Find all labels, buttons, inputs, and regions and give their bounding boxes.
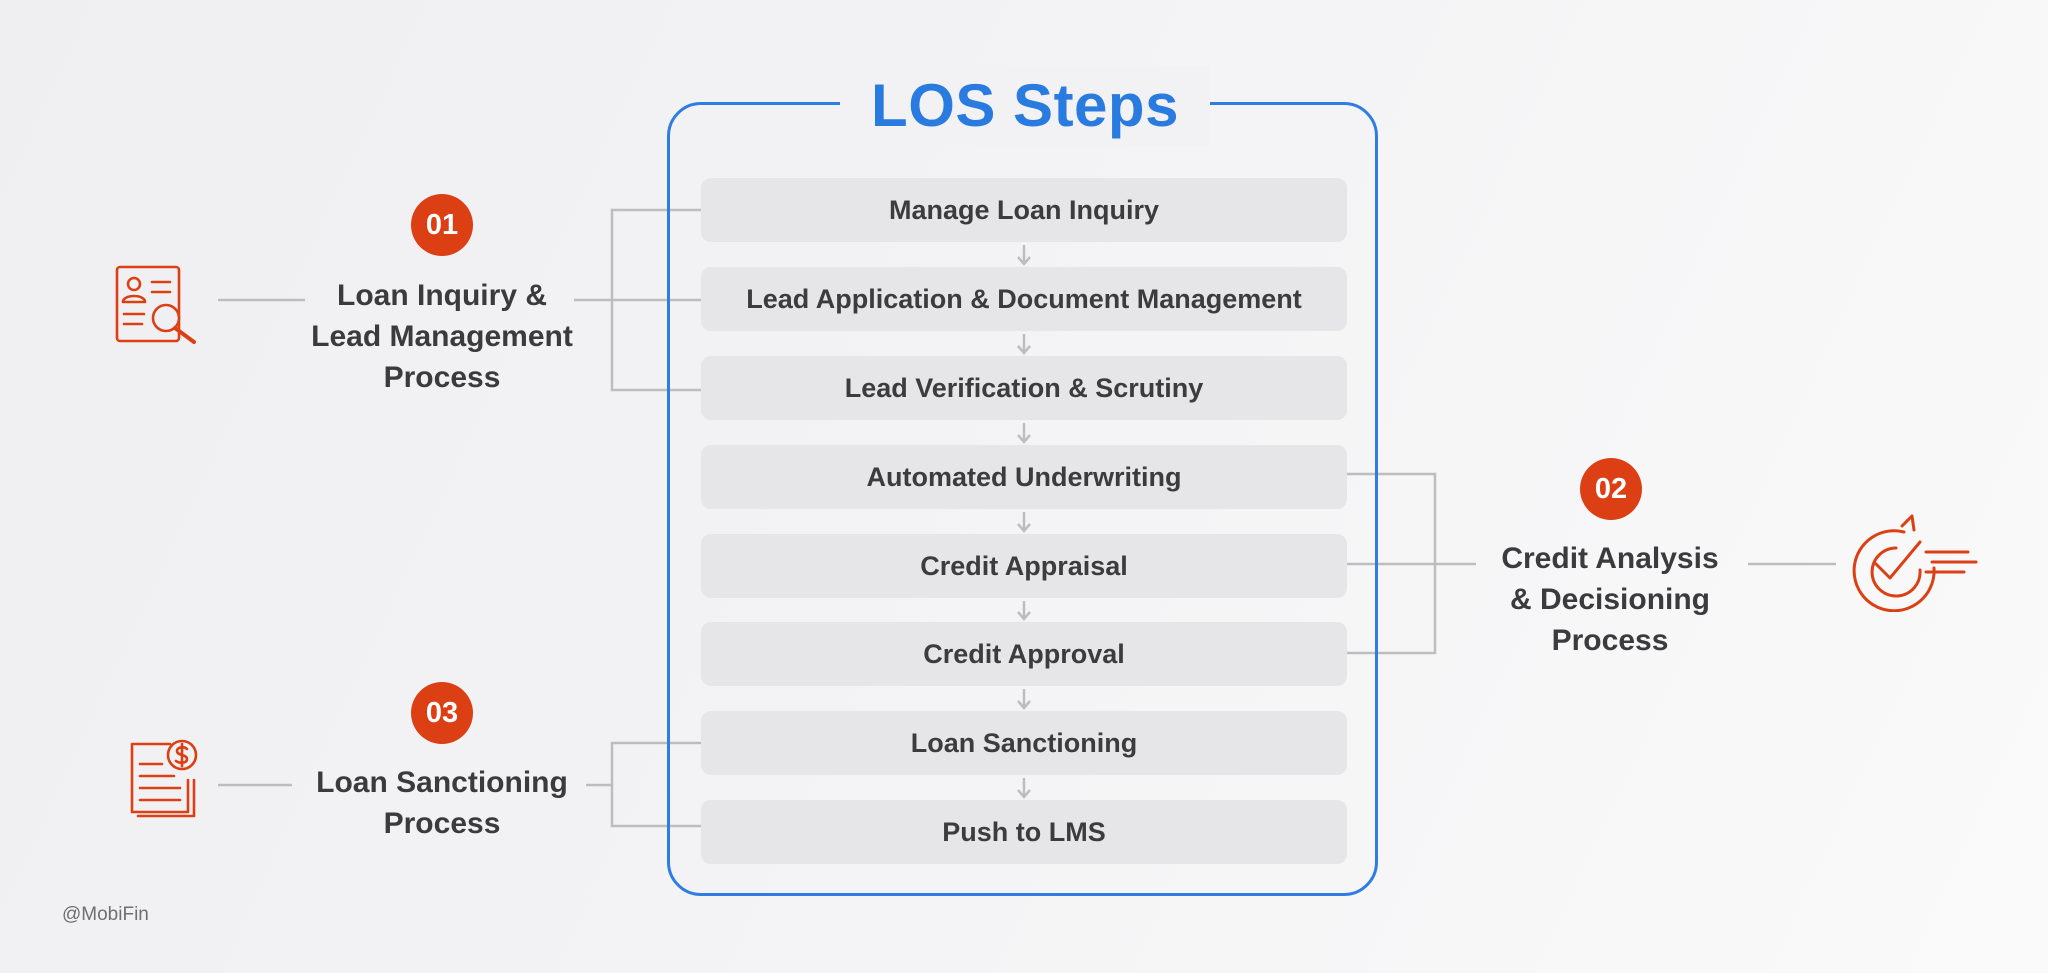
phase-02-line-1: Credit Analysis xyxy=(1501,542,1719,575)
phase-02-line-3: Process xyxy=(1551,624,1669,657)
phase-01-line-1: Loan Inquiry & xyxy=(337,279,547,312)
phase-01-label: Loan Inquiry & Lead Management Process xyxy=(292,275,592,398)
phase-03-line-2: Process xyxy=(383,807,501,840)
step-automated-underwriting: Automated Underwriting xyxy=(701,445,1347,509)
document-search-icon xyxy=(115,265,196,344)
phase-03-label: Loan Sanctioning Process xyxy=(292,762,592,844)
step-push-to-lms: Push to LMS xyxy=(701,800,1347,864)
fast-check-target-icon xyxy=(1852,514,1978,612)
phase-03-line-1: Loan Sanctioning xyxy=(316,766,568,799)
flow-arrow xyxy=(1017,334,1031,355)
step-lead-verification: Lead Verification & Scrutiny xyxy=(701,356,1347,420)
flow-arrow xyxy=(1017,689,1031,710)
step-credit-appraisal: Credit Appraisal xyxy=(701,534,1347,598)
diagram-title: LOS Steps xyxy=(840,66,1210,146)
step-lead-application: Lead Application & Document Management xyxy=(701,267,1347,331)
phase-01-line-2: Lead Management xyxy=(311,320,573,353)
flow-arrow xyxy=(1017,778,1031,799)
phase-02-label: Credit Analysis & Decisioning Process xyxy=(1460,538,1760,661)
phase-03-badge: 03 xyxy=(411,682,473,744)
bracket-phase-01 xyxy=(574,208,701,392)
bracket-phase-02 xyxy=(1347,472,1476,655)
invoice-dollar-icon xyxy=(130,739,198,818)
flow-arrow xyxy=(1017,423,1031,444)
flow-arrow xyxy=(1017,512,1031,533)
phase-01-line-3: Process xyxy=(383,361,501,394)
flow-arrow xyxy=(1017,245,1031,266)
phase-01-badge: 01 xyxy=(411,194,473,256)
bracket-phase-03 xyxy=(586,741,701,828)
step-credit-approval: Credit Approval xyxy=(701,622,1347,686)
phase-02-line-2: & Decisioning xyxy=(1509,583,1711,616)
phase-02-badge: 02 xyxy=(1580,458,1642,520)
step-manage-loan-inquiry: Manage Loan Inquiry xyxy=(701,178,1347,242)
watermark: @MobiFin xyxy=(62,904,149,925)
step-loan-sanctioning: Loan Sanctioning xyxy=(701,711,1347,775)
flow-arrow xyxy=(1017,601,1031,621)
